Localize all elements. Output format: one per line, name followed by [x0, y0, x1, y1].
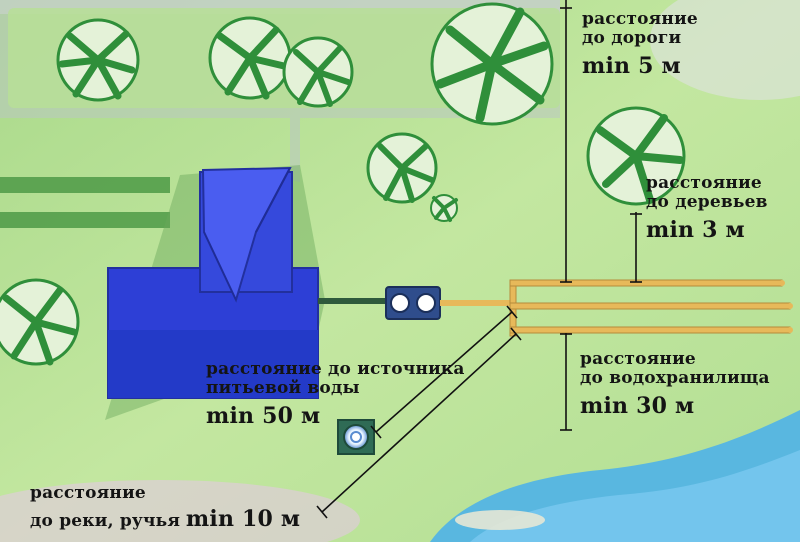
tree — [282, 36, 354, 108]
label-reservoir-line2: до водохранилища — [580, 368, 770, 389]
dimension-line-reservoir — [560, 333, 572, 431]
river-sandbar — [455, 510, 545, 530]
label-reservoir-value: min 30 м — [580, 393, 695, 420]
tree — [56, 18, 140, 102]
tree — [366, 132, 438, 204]
label-road-distance: расстояние до дороги min 5 м — [582, 9, 698, 80]
label-trees-line1: расстояние — [646, 173, 762, 193]
dimension-line-trees — [630, 212, 642, 283]
house-lower-stripe — [108, 330, 318, 398]
label-reservoir-distance: расстояние до водохранилища min 30 м — [580, 349, 770, 420]
wash-bottom-left — [0, 480, 360, 542]
label-river-value: min 10 м — [185, 506, 301, 533]
label-drinking-source-value: min 50 м — [206, 403, 321, 430]
label-drinking-source-line1: расстояние до источника — [206, 359, 465, 379]
tree — [430, 2, 554, 126]
drainage-field — [509, 279, 793, 337]
label-drinking-source-distance: расстояние до источника питьевой воды mi… — [206, 359, 465, 430]
label-trees-distance: расстояние до деревьев min 3 м — [646, 173, 768, 244]
hedge-bottom — [0, 212, 170, 228]
tree — [0, 278, 80, 366]
hedge-top — [0, 177, 170, 193]
wash-top-right — [650, 0, 800, 100]
outlet-pipe — [440, 300, 512, 306]
house-roof — [201, 166, 292, 303]
dimension-line-road — [560, 0, 572, 283]
sewer-pipe — [318, 298, 388, 304]
dimension-line-drinking-source — [370, 305, 518, 439]
shrub — [430, 194, 458, 222]
river-light — [470, 450, 800, 542]
label-river-distance: расстояние до реки, ручья min 10 м — [30, 483, 301, 533]
septic-hatch — [416, 293, 436, 313]
label-road-line2: до дороги — [582, 28, 682, 49]
label-river-line2: до реки, ручья — [30, 511, 181, 532]
label-trees-line2: до деревьев — [646, 192, 768, 213]
label-river-line1: расстояние — [30, 483, 146, 503]
label-drinking-source-line2: питьевой воды — [206, 378, 360, 399]
tree — [586, 106, 686, 206]
septic-hatch — [390, 293, 410, 313]
dimension-line-river — [316, 327, 522, 519]
label-road-value: min 5 м — [582, 53, 681, 80]
tree — [208, 16, 292, 100]
label-reservoir-line1: расстояние — [580, 349, 696, 369]
label-trees-value: min 3 м — [646, 217, 745, 244]
label-road-line1: расстояние — [582, 9, 698, 29]
